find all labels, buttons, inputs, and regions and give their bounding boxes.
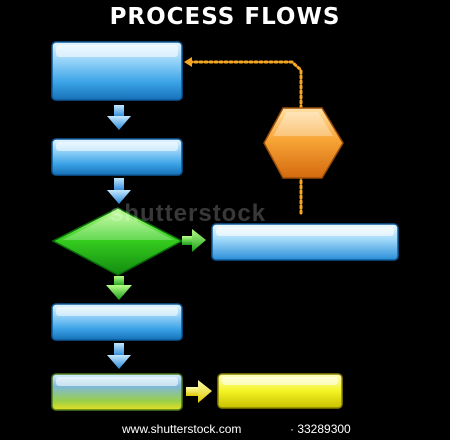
process-box-4 bbox=[51, 373, 183, 411]
end-box-yellow bbox=[217, 373, 343, 409]
page-title: PROCESS FLOWS bbox=[109, 4, 341, 30]
right-arrow-yellow bbox=[186, 380, 212, 403]
orange-hexagon bbox=[263, 107, 344, 179]
process-box-3 bbox=[51, 303, 183, 341]
footer: www.shutterstock.com · 33289300 bbox=[0, 418, 450, 440]
process-box-right bbox=[211, 223, 399, 261]
down-arrow-decision bbox=[106, 276, 132, 300]
down-arrow-1 bbox=[107, 105, 131, 130]
footer-url: www.shutterstock.com bbox=[122, 422, 242, 436]
process-box-1 bbox=[51, 41, 183, 101]
down-arrow-3 bbox=[107, 343, 131, 369]
right-arrow-decision bbox=[182, 229, 206, 252]
decision-diamond bbox=[51, 207, 184, 276]
footer-image-id: · 33289300 bbox=[290, 422, 351, 436]
down-arrow-2 bbox=[107, 178, 131, 204]
process-box-2 bbox=[51, 138, 183, 176]
watermark: shutterstock bbox=[110, 200, 267, 227]
